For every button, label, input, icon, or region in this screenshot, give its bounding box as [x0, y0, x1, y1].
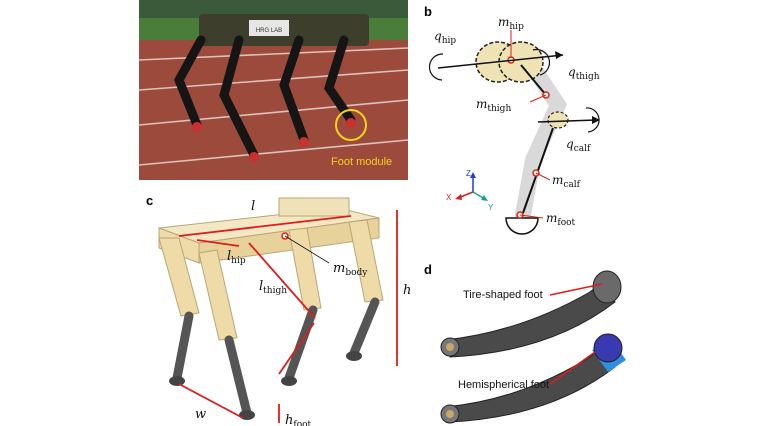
label-q-calf: qcalf: [566, 137, 591, 154]
axis-x-label: X: [446, 193, 452, 202]
panel-b-leg-model: mhip qhip qthigh mthigh qcalf mcalf mfoo…: [428, 15, 600, 235]
leg-silhouette: [515, 52, 568, 223]
leader-lines: [510, 30, 551, 219]
knee-cylinder: [547, 111, 569, 129]
hemi-foot-leader: [549, 351, 596, 385]
hemi-foot-leg: [440, 333, 626, 424]
foot-module-highlight: [335, 109, 367, 141]
label-m-body: mbody: [333, 261, 368, 278]
label-l-thigh: lthigh: [259, 279, 287, 296]
q-thigh-rotation-icon: [532, 48, 551, 76]
q-calf-rotation-icon: [585, 107, 600, 133]
panel-letter-d: d: [424, 262, 432, 277]
robot-feet: [192, 118, 356, 162]
label-h-foot: hfoot: [285, 413, 312, 426]
label-w: w: [195, 407, 206, 422]
panel-letter-b: b: [424, 4, 432, 19]
robot-legs: [174, 35, 356, 160]
dimension-arrows: [178, 210, 398, 423]
cad-body: [158, 197, 380, 264]
tire-foot-icon: [592, 270, 622, 304]
robot-badge: HRG LAB: [256, 28, 282, 34]
axis-z-label: Z: [466, 169, 471, 178]
cad-thighs: [158, 219, 384, 341]
q-hip-rotation-icon: [428, 53, 444, 81]
panel-a-photo: HRG LAB Foot module: [139, 0, 408, 180]
label-l: l: [251, 199, 255, 214]
label-q-thigh: qthigh: [568, 65, 600, 82]
label-q-hip: qhip: [434, 29, 456, 46]
hemi-foot-label: Hemispherical foot: [458, 379, 549, 391]
coordinate-frame: Z X Y: [446, 169, 494, 212]
label-h: h: [403, 283, 411, 298]
thigh-link: [520, 64, 547, 96]
background-trees: [139, 0, 408, 18]
panel-c-robot-cad: l lhip lthigh mbody h w hfoot: [158, 197, 411, 426]
knee-axis-arrowhead: [592, 116, 600, 124]
hip-axis-arrowhead: [555, 51, 563, 59]
label-m-thigh: mthigh: [476, 97, 511, 114]
hip-axis-line: [437, 54, 564, 69]
foot-module-label: Foot module: [331, 156, 392, 168]
foot-hemisphere: [505, 217, 539, 235]
label-m-calf: mcalf: [552, 173, 581, 190]
cad-calves: [172, 297, 380, 418]
hemi-foot-icon: [593, 333, 623, 363]
label-m-foot: mfoot: [546, 211, 576, 228]
m-body-leader: [284, 235, 330, 264]
tire-foot-label: Tire-shaped foot: [463, 289, 543, 301]
axis-y-label: Y: [488, 203, 494, 212]
tire-foot-leg: [440, 270, 622, 358]
knee-axis-line: [537, 119, 597, 123]
panel-d-foot-designs: Tire-shaped foot Hemispherical foot: [440, 270, 626, 424]
robot-photo-illustration: HRG LAB Foot module: [139, 0, 408, 180]
label-m-hip: mhip: [498, 15, 524, 32]
label-l-hip: lhip: [227, 249, 246, 266]
panel-letter-c: c: [146, 193, 154, 208]
cad-feet: [169, 351, 362, 420]
tire-foot-leader: [549, 283, 603, 296]
